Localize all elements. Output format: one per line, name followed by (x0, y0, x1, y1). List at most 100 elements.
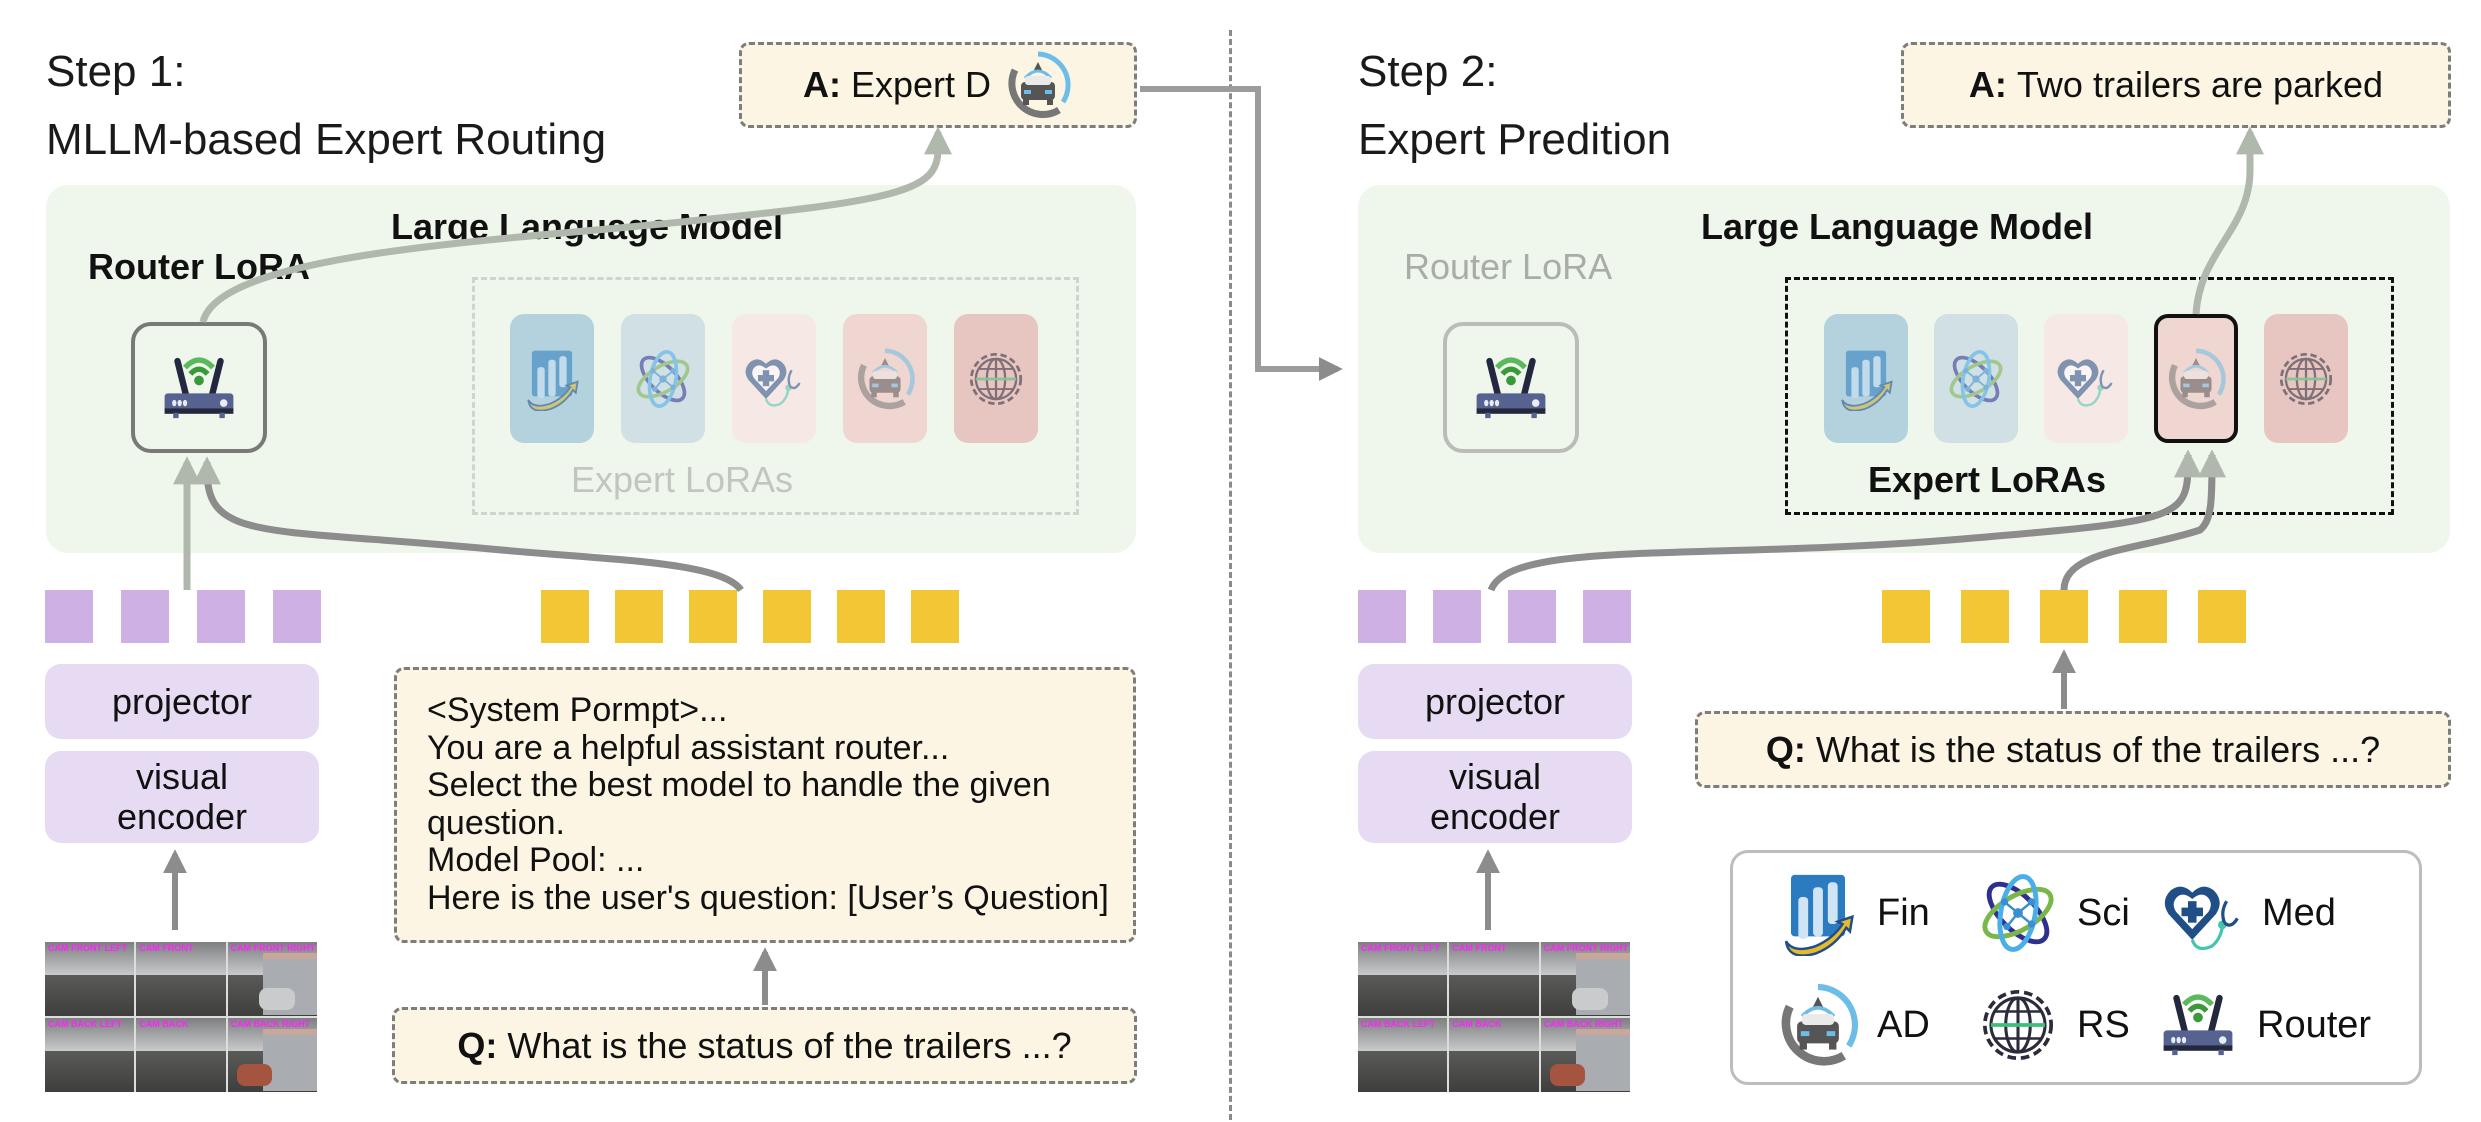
legend-label: Router (2257, 1003, 2372, 1046)
visual-encoder-line1: visual (135, 756, 229, 797)
camera-label: CAM BACK RIGHT (1543, 1019, 1624, 1029)
system-prompt-text: <System Pormpt>...You are a helpful assi… (427, 691, 1109, 917)
legend-label: AD (1877, 1003, 1930, 1046)
legend-label: RS (2077, 1003, 2130, 1046)
camera-label: CAM BACK LEFT (1361, 1019, 1435, 1029)
router-icon (1468, 345, 1554, 431)
autonomous-driving-icon (1775, 982, 1861, 1068)
expert-tile-rs (2264, 314, 2348, 443)
arrow-step1-to-step2 (1140, 86, 1343, 381)
visual-encoder-line2: encoder (1429, 796, 1561, 837)
medical-heart-icon (742, 347, 806, 411)
visual-encoder-line2: encoder (116, 796, 248, 837)
legend-item-fin: Fin (1775, 870, 1930, 956)
prompt-line: Here is the user's question: [User’s Que… (427, 878, 1109, 917)
text-token (763, 590, 811, 643)
remote-sensing-globe-icon (964, 347, 1028, 411)
autonomous-driving-icon (2164, 347, 2228, 411)
camera-view: CAM FRONT RIGHT (227, 942, 317, 1016)
camera-view: CAM BACK LEFT (45, 1018, 135, 1092)
camera-view: CAM BACK RIGHT (1540, 1018, 1630, 1092)
camera-label: CAM FRONT RIGHT (230, 943, 316, 953)
step2-router-lora (1443, 322, 1579, 453)
finance-chart-icon (1834, 347, 1898, 411)
step1-visual-encoder: visual encoder (45, 751, 319, 843)
step1-llm-label: Large Language Model (390, 206, 784, 247)
text-token (2040, 590, 2088, 643)
legend-item-ad: AD (1775, 982, 1930, 1068)
step2-camera-images: CAM FRONT LEFT CAM FRONT CAM FRONT RIGHT CA… (1358, 942, 1630, 1092)
answer-prefix: A: (802, 64, 841, 105)
camera-view: CAM BACK LEFT (1358, 1018, 1448, 1092)
step2-llm-label: Large Language Model (1700, 206, 2094, 247)
text-token (1961, 590, 2009, 643)
answer-prefix: A: (1968, 64, 2007, 105)
legend-item-sci: Sci (1975, 870, 2130, 956)
legend-box (1730, 850, 2422, 1085)
camera-label: CAM FRONT RIGHT (1543, 943, 1629, 953)
camera-view: CAM FRONT RIGHT (1540, 942, 1630, 1016)
visual-token (273, 590, 321, 643)
camera-view: CAM BACK RIGHT (227, 1018, 317, 1092)
step2-answer-box: A: Two trailers are parked (1901, 42, 2451, 128)
finance-chart-icon (1775, 870, 1861, 956)
visual-token (45, 590, 93, 643)
visual-token (1358, 590, 1406, 643)
visual-token (1508, 590, 1556, 643)
text-token (615, 590, 663, 643)
expert-tile-ad (2154, 314, 2238, 443)
text-token (689, 590, 737, 643)
science-atom-icon (631, 347, 695, 411)
visual-encoder-line1: visual (1448, 756, 1542, 797)
step1-title-line1: Step 1: (46, 47, 186, 96)
visual-token (197, 590, 245, 643)
step2-router-label: Router LoRA (1404, 246, 1613, 287)
text-token (2198, 590, 2246, 643)
step-divider (1229, 30, 1232, 1120)
step1-router-label: Router LoRA (88, 246, 310, 287)
step1-camera-images: CAM FRONT LEFT CAM FRONT CAM FRONT RIGHT CA… (45, 942, 317, 1092)
legend-label: Sci (2077, 891, 2130, 934)
step2-expert-caption: Expert LoRAs (1867, 459, 2107, 500)
camera-label: CAM BACK LEFT (48, 1019, 122, 1029)
expert-tile-fin (1824, 314, 1908, 443)
router-icon (156, 345, 242, 431)
step1-system-prompt-box: <System Pormpt>...You are a helpful assi… (394, 667, 1136, 943)
camera-view: CAM BACK (1449, 1018, 1539, 1092)
expert-tile-sci (1934, 314, 2018, 443)
autonomous-driving-icon (1003, 50, 1073, 120)
expert-tile-fin (510, 314, 594, 443)
text-token (1882, 590, 1930, 643)
camera-view: CAM FRONT (1449, 942, 1539, 1016)
answer-text: Two trailers are parked (2016, 64, 2384, 105)
camera-label: CAM FRONT LEFT (1361, 943, 1440, 953)
prompt-line: <System Pormpt>... (427, 691, 728, 729)
legend-item-rs: RS (1975, 982, 2130, 1068)
legend-item-router: Router (2155, 982, 2371, 1068)
prompt-line: Select the best model to handle the give… (427, 766, 1051, 804)
camera-label: CAM FRONT (139, 943, 194, 953)
camera-label: CAM BACK RIGHT (230, 1019, 311, 1029)
autonomous-driving-icon (853, 347, 917, 411)
step2-title-line2: Expert Predition (1358, 115, 1672, 164)
expert-tile-med (732, 314, 816, 443)
expert-tile-ad (843, 314, 927, 443)
step1-projector: projector (45, 664, 319, 739)
camera-label: CAM BACK (1452, 1019, 1502, 1029)
text-token (837, 590, 885, 643)
step2-question-box: Q: What is the status of the trailers ..… (1695, 711, 2451, 788)
legend-label: Fin (1877, 891, 1930, 934)
camera-view: CAM BACK (136, 1018, 226, 1092)
camera-view: CAM FRONT (136, 942, 226, 1016)
step1-router-lora (131, 322, 267, 453)
finance-chart-icon (520, 347, 584, 411)
expert-tile-sci (621, 314, 705, 443)
text-token (2119, 590, 2167, 643)
visual-token (121, 590, 169, 643)
question-text: What is the status of the trailers ...? (507, 1024, 1072, 1066)
step1-title-line2: MLLM-based Expert Routing (46, 115, 607, 164)
prompt-line: Model Pool: ... (427, 841, 645, 879)
camera-label: CAM FRONT LEFT (48, 943, 127, 953)
text-token (541, 590, 589, 643)
medical-heart-icon (2054, 347, 2118, 411)
